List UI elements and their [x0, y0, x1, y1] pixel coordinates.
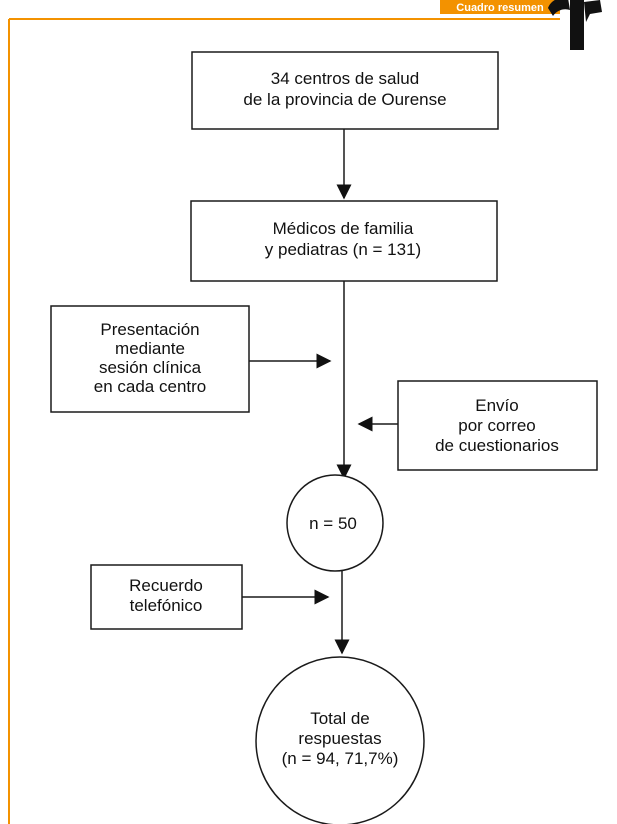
node-envio: Envío por correo de cuestionarios [397, 380, 598, 471]
node-presentacion-line2: mediante [115, 339, 185, 358]
node-medicos: Médicos de familia y pediatras (n = 131) [190, 200, 498, 282]
node-envio-line2: por correo [458, 416, 535, 435]
node-total-line2: respuestas [298, 729, 381, 748]
header-label: Cuadro resumen [456, 2, 544, 14]
node-centros-line2: de la provincia de Ourense [243, 90, 446, 109]
node-presentacion-line1: Presentación [100, 320, 199, 339]
person-figure-icon [548, 0, 602, 50]
node-total-line1: Total de [310, 709, 370, 728]
node-recuerdo-line1: Recuerdo [129, 576, 203, 595]
node-presentacion-line4: en cada centro [94, 377, 206, 396]
node-envio-line1: Envío [475, 396, 518, 415]
node-n50-line1: n = 50 [309, 514, 357, 533]
node-recuerdo: Recuerdo telefónico [90, 564, 243, 630]
node-medicos-line1: Médicos de familia [273, 219, 414, 238]
header-tab: Cuadro resumen [440, 0, 560, 14]
node-presentacion-line3: sesión clínica [99, 358, 202, 377]
node-recuerdo-line2: telefónico [130, 596, 203, 615]
node-n50: n = 50 [286, 474, 384, 572]
node-total: Total de respuestas (n = 94, 71,7%) [255, 656, 425, 824]
node-centros: 34 centros de salud de la provincia de O… [191, 51, 499, 130]
node-centros-line1: 34 centros de salud [271, 69, 419, 88]
node-presentacion: Presentación mediante sesión clínica en … [50, 305, 250, 413]
node-envio-line3: de cuestionarios [435, 436, 559, 455]
node-medicos-line2: y pediatras (n = 131) [265, 240, 421, 259]
node-total-line3: (n = 94, 71,7%) [282, 749, 399, 768]
